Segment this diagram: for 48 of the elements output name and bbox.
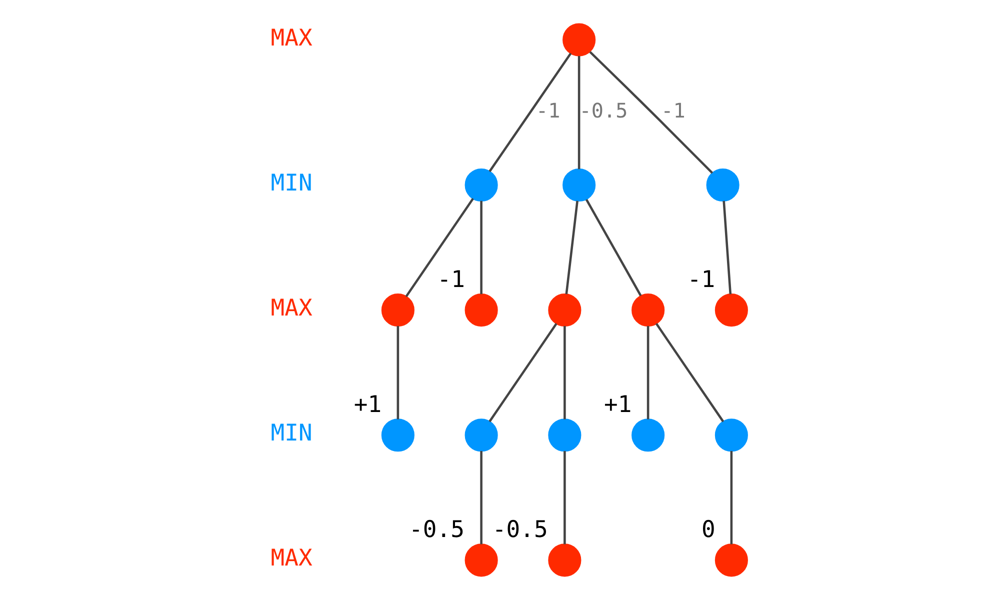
label: MAX: [270, 296, 312, 322]
connector: [480, 451, 482, 544]
label: MAX: [270, 25, 312, 52]
node-circle: [562, 168, 596, 202]
edge-label: -1: [536, 98, 560, 123]
node-circle: [706, 168, 740, 202]
edge-label: -0.5: [579, 98, 628, 123]
node-label: -0.5: [492, 516, 548, 543]
connector: [480, 200, 482, 294]
node-circle: [714, 544, 748, 577]
connector: [585, 198, 642, 296]
connector: [405, 198, 474, 298]
connector: [655, 323, 724, 422]
node-label: -1: [687, 266, 716, 293]
node-circle: [464, 418, 498, 452]
node-circle: [714, 418, 748, 452]
connector: [565, 200, 578, 294]
node-circle: [464, 168, 498, 202]
node-circle: [714, 294, 748, 327]
node-circle: [464, 294, 498, 327]
node-circle: [381, 294, 414, 327]
node-circle: [562, 23, 596, 56]
connector: [730, 451, 733, 544]
connector: [589, 51, 714, 174]
node-label: +1: [354, 392, 382, 418]
connector: [564, 326, 566, 420]
connector: [722, 200, 732, 294]
node-label: +1: [604, 392, 632, 418]
node-circle: [381, 418, 414, 452]
connector: [488, 323, 558, 422]
connector: [646, 326, 650, 420]
node-label: 0: [702, 516, 716, 543]
connector: [488, 52, 572, 172]
node-circle: [548, 294, 582, 327]
node-label: -0.5: [409, 516, 464, 543]
edge-label: -1: [661, 98, 686, 123]
label: MIN: [270, 170, 312, 196]
label: MIN: [270, 420, 312, 447]
node-label: -1: [437, 266, 465, 293]
node-circle: [632, 418, 665, 452]
connector: [396, 326, 400, 420]
node-circle: [464, 544, 498, 577]
node-circle: [548, 418, 582, 452]
node-circle: [548, 544, 582, 577]
node-circle: [632, 294, 665, 327]
label: MAX: [270, 546, 312, 572]
connector: [578, 56, 580, 170]
connector: [564, 451, 566, 544]
